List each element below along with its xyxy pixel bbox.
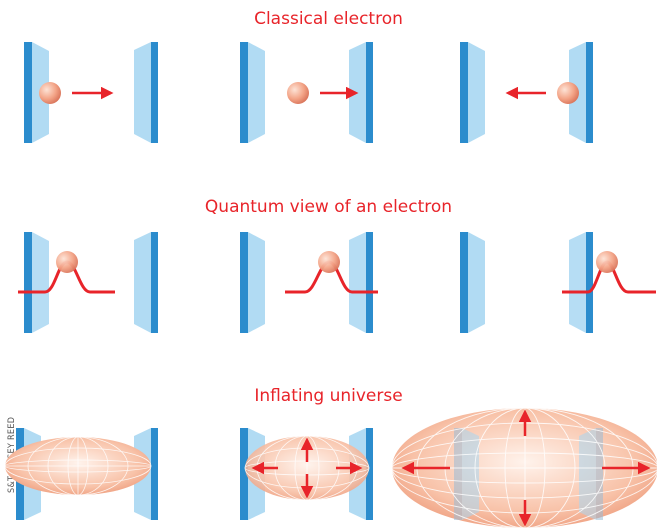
- electron-ball: [287, 82, 309, 104]
- plate-left: [460, 42, 485, 143]
- electron-ball: [56, 251, 78, 273]
- title-classical-electron: Classical electron: [254, 9, 403, 29]
- electron-ball: [318, 251, 340, 273]
- electron-ball: [596, 251, 618, 273]
- universe-ellipsoid: [4, 436, 152, 496]
- quantum-panel-3: [460, 232, 656, 333]
- universe-ellipsoid-large: [391, 407, 657, 529]
- classical-panel-2: [240, 42, 373, 143]
- inflating-panel-1: [4, 428, 158, 520]
- plates-inside: [454, 428, 603, 520]
- plate-right: [569, 232, 593, 333]
- quantum-panel-2: [240, 232, 378, 333]
- plate-left: [240, 42, 265, 143]
- plate-left: [460, 232, 485, 333]
- plate-right: [349, 232, 373, 333]
- title-inflating-universe: Inflating universe: [254, 386, 403, 406]
- plate-right: [134, 232, 158, 333]
- classical-panel-1: [24, 42, 158, 143]
- plate-left: [240, 232, 265, 333]
- classical-panel-3: [460, 42, 593, 143]
- electron-ball: [557, 82, 579, 104]
- quantum-panel-1: [18, 232, 158, 333]
- electron-ball: [39, 82, 61, 104]
- inflating-panel-3: [391, 407, 657, 529]
- title-quantum-electron: Quantum view of an electron: [204, 197, 453, 217]
- plate-left: [24, 232, 49, 333]
- inflating-panel-2: [240, 428, 373, 520]
- plate-right: [134, 42, 158, 143]
